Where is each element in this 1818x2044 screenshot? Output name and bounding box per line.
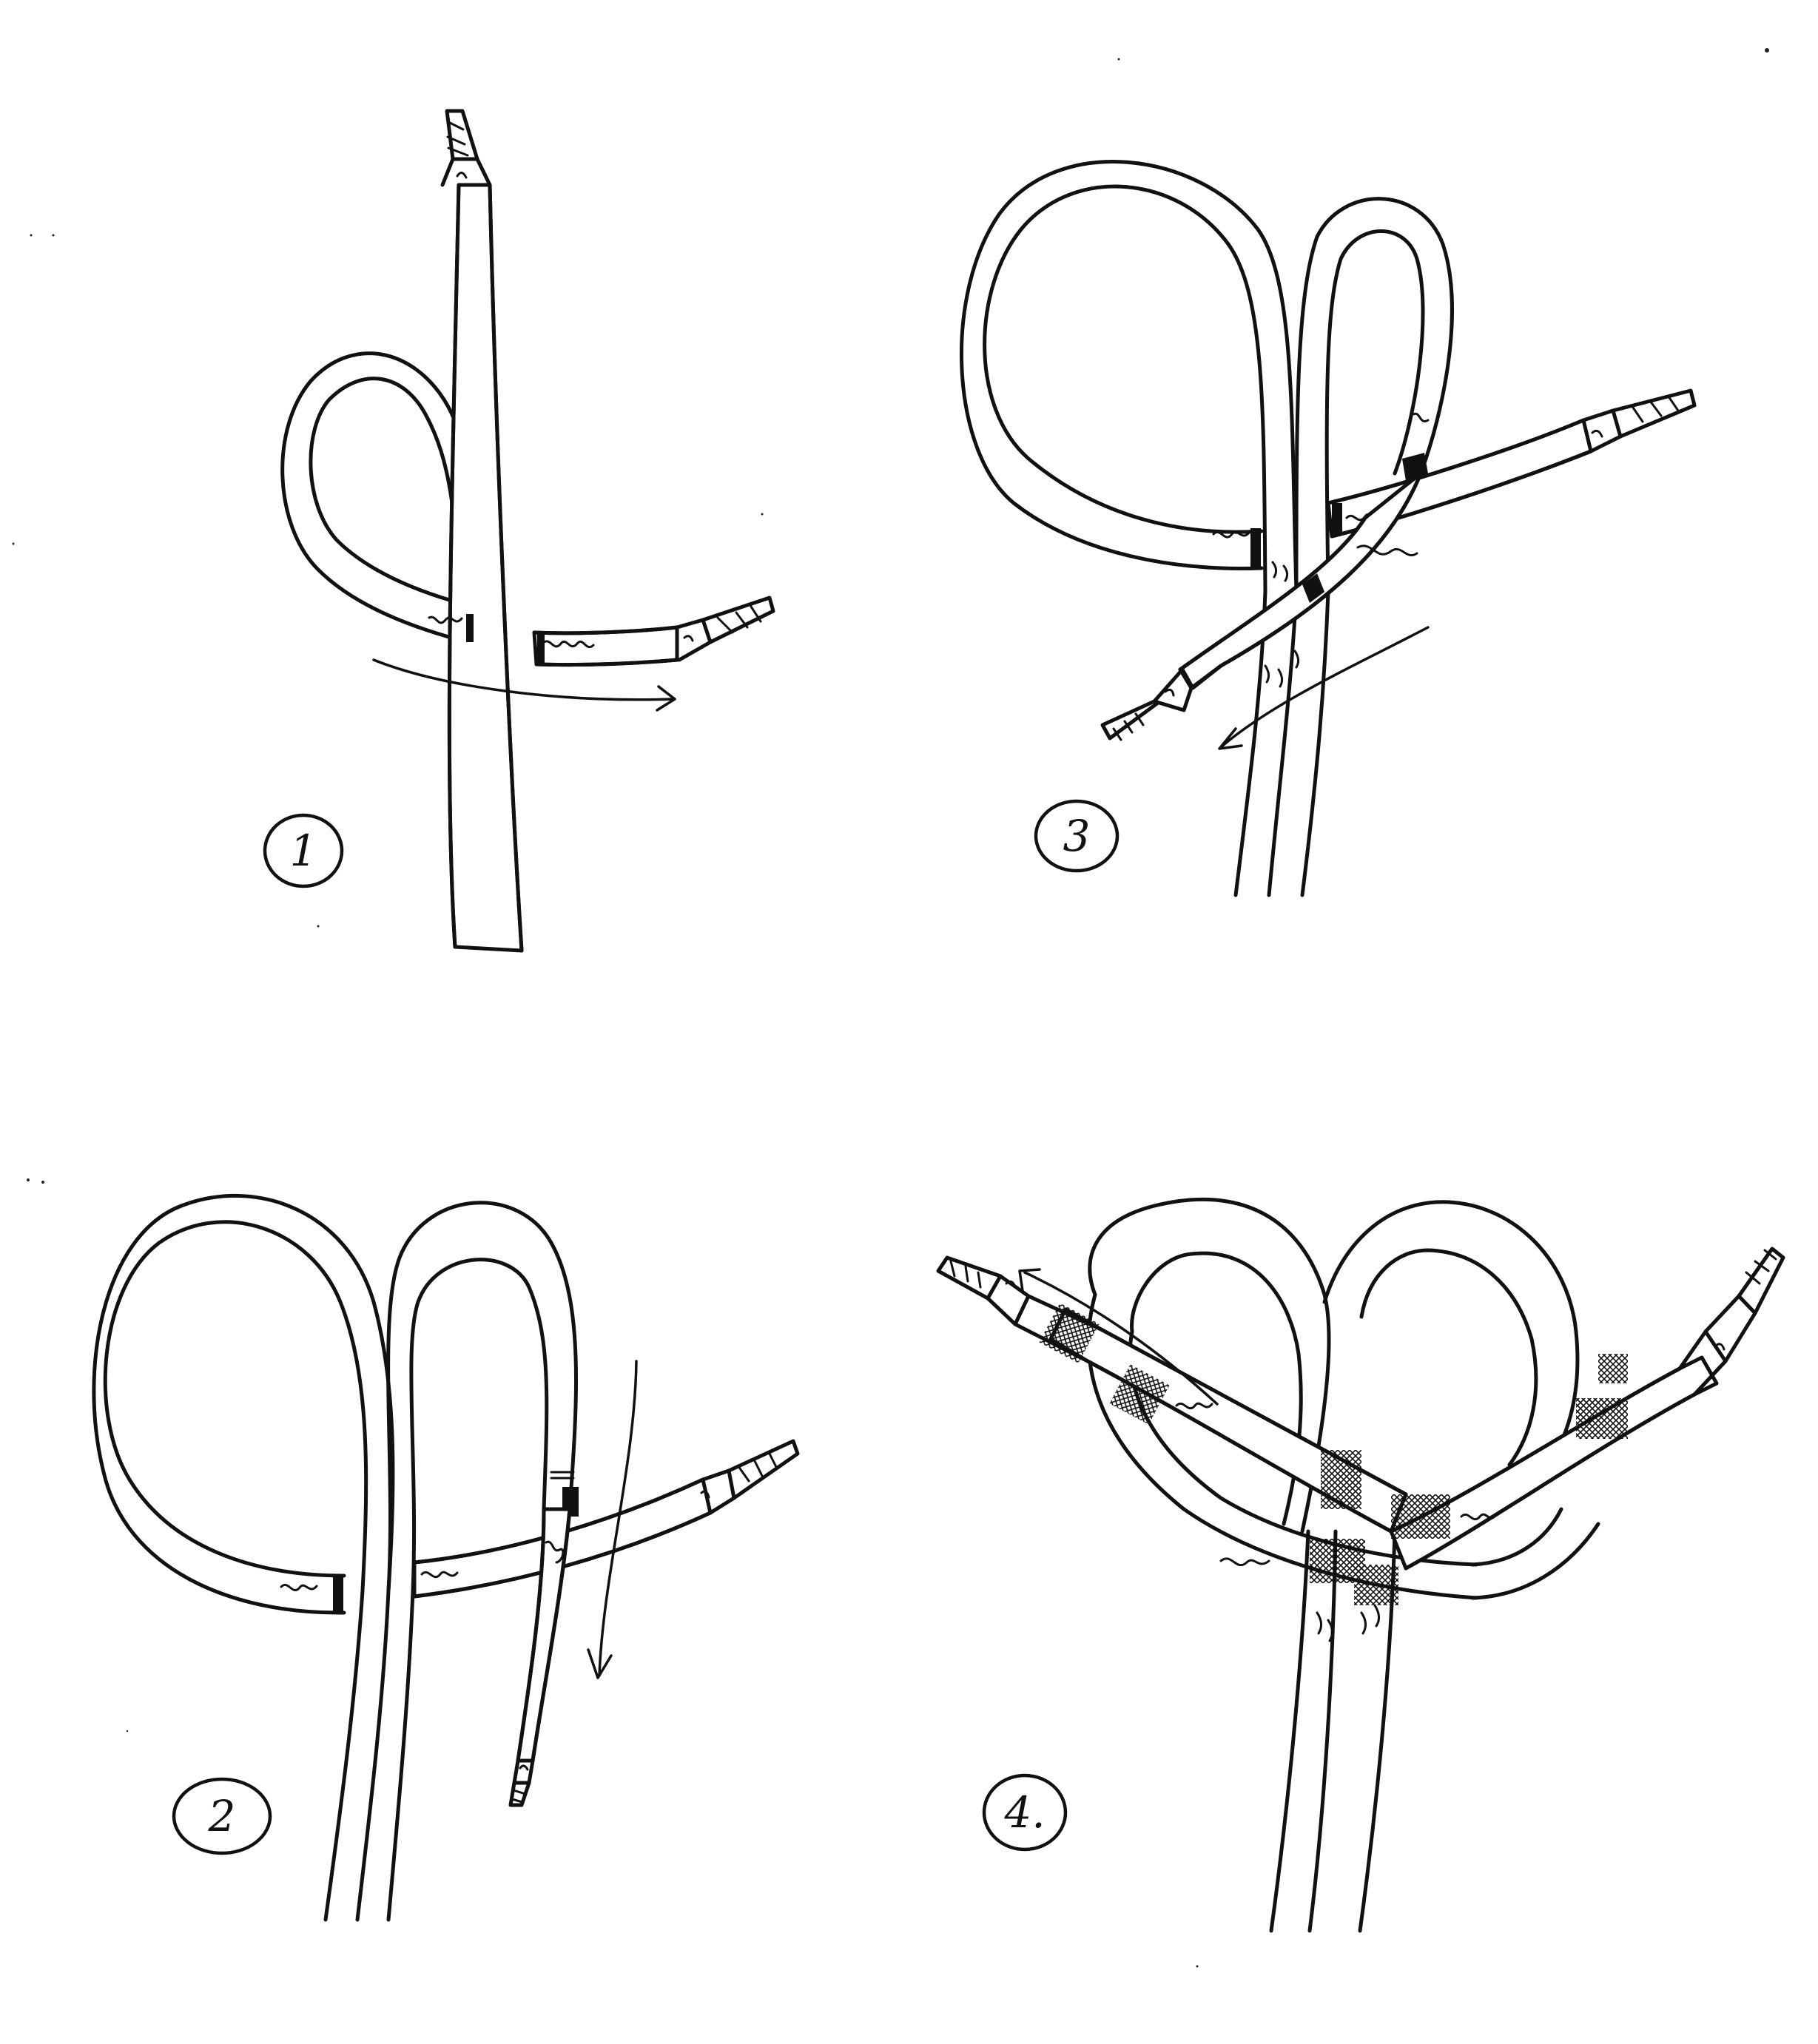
- panel-2-direction-arrow: [587, 1360, 638, 1679]
- panel-4-step-number: 4.: [1003, 1787, 1045, 1838]
- panel-3-working-end: [1100, 388, 1697, 741]
- panel-3-right-loop: [1294, 197, 1454, 594]
- panel-3: 3: [959, 160, 1697, 897]
- panel-2-working-end: [280, 1439, 800, 1807]
- panel-2-step-number: 2: [208, 1791, 236, 1841]
- panel-3-step-badge: 3: [1034, 799, 1120, 873]
- panel-2-step-badge: 2: [172, 1777, 272, 1855]
- panel-2-left-loop: [92, 1194, 395, 1615]
- panel-3-left-loop: [959, 160, 1299, 594]
- panel-1-step-number: 1: [290, 826, 317, 876]
- panel-4-left-end: [936, 1255, 1408, 1534]
- panel-2-standing-parts: [323, 1588, 415, 1922]
- panel-1-direction-arrow: [372, 658, 676, 712]
- panel-4-step-badge: 4.: [982, 1773, 1068, 1852]
- paper-specks: [12, 48, 1769, 1968]
- panel-4: 4.: [936, 1198, 1785, 1933]
- panel-4-right-end: [1389, 1247, 1785, 1571]
- panel-1-step-badge: 1: [263, 813, 344, 888]
- panel-3-direction-arrow: [1218, 626, 1430, 750]
- panel-1: 1: [263, 109, 775, 953]
- panel-2: 2: [92, 1194, 800, 1922]
- panel-1-standing-part: [440, 109, 524, 953]
- panel-4-centre-shading: [1219, 1450, 1398, 1642]
- panel-1-working-end: [428, 596, 775, 667]
- panel-3-step-number: 3: [1063, 811, 1091, 861]
- panel-4-direction-arrow: [1018, 1268, 1219, 1406]
- panel-2-right-loop: [386, 1201, 578, 1593]
